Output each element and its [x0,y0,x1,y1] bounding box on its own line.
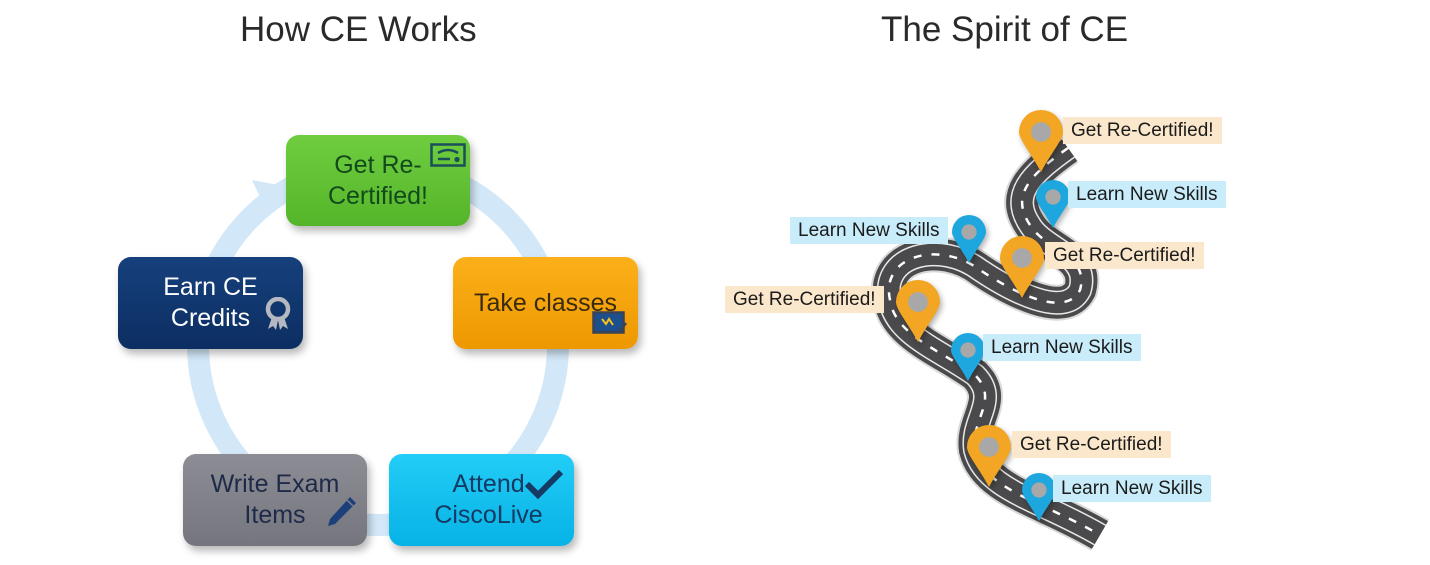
spirit-of-ce-title: The Spirit of CE [881,10,1129,49]
learn-map-pin-icon [1036,180,1070,233]
checkmark-icon [524,468,564,508]
step-label: Earn CE Credits [163,273,258,332]
learn-map-pin-icon [1022,473,1056,526]
milestone-label: Get Re-Certified! [1045,242,1204,269]
learn-map-pin-icon [952,215,986,268]
step-take-classes: Take classes [453,257,638,349]
step-get-recertified: Get Re- Certified! [286,135,470,226]
cycle-arrow-head-icon [252,180,284,214]
milestone-label: Learn New Skills [1068,181,1226,208]
recert-map-pin-icon [967,425,1011,492]
step-attend-ciscolive: Attend CiscoLive [389,454,574,546]
milestone-label: Get Re-Certified! [1012,431,1171,458]
learn-map-pin-icon [951,333,985,386]
certificate-icon [430,143,466,175]
step-earn-ce-credits: Earn CE Credits [118,257,303,349]
how-ce-works-title: How CE Works [240,10,477,49]
step-write-exam-items: Write Exam Items [183,454,367,546]
award-ribbon-icon [265,296,291,339]
whiteboard-icon [592,311,628,343]
milestone-label: Get Re-Certified! [725,286,884,313]
milestone-label: Get Re-Certified! [1063,117,1222,144]
recert-map-pin-icon [896,280,940,347]
pencil-icon [323,494,359,538]
step-label: Get Re- Certified! [327,150,429,210]
milestone-label: Learn New Skills [1053,475,1211,502]
step-label: Take classes [473,288,618,317]
milestone-label: Learn New Skills [983,334,1141,361]
milestone-label: Learn New Skills [790,217,948,244]
recert-map-pin-icon [1000,236,1044,303]
step-label: Attend CiscoLive [434,470,543,529]
step-label: Write Exam Items [210,470,340,529]
recert-map-pin-icon [1019,110,1063,177]
